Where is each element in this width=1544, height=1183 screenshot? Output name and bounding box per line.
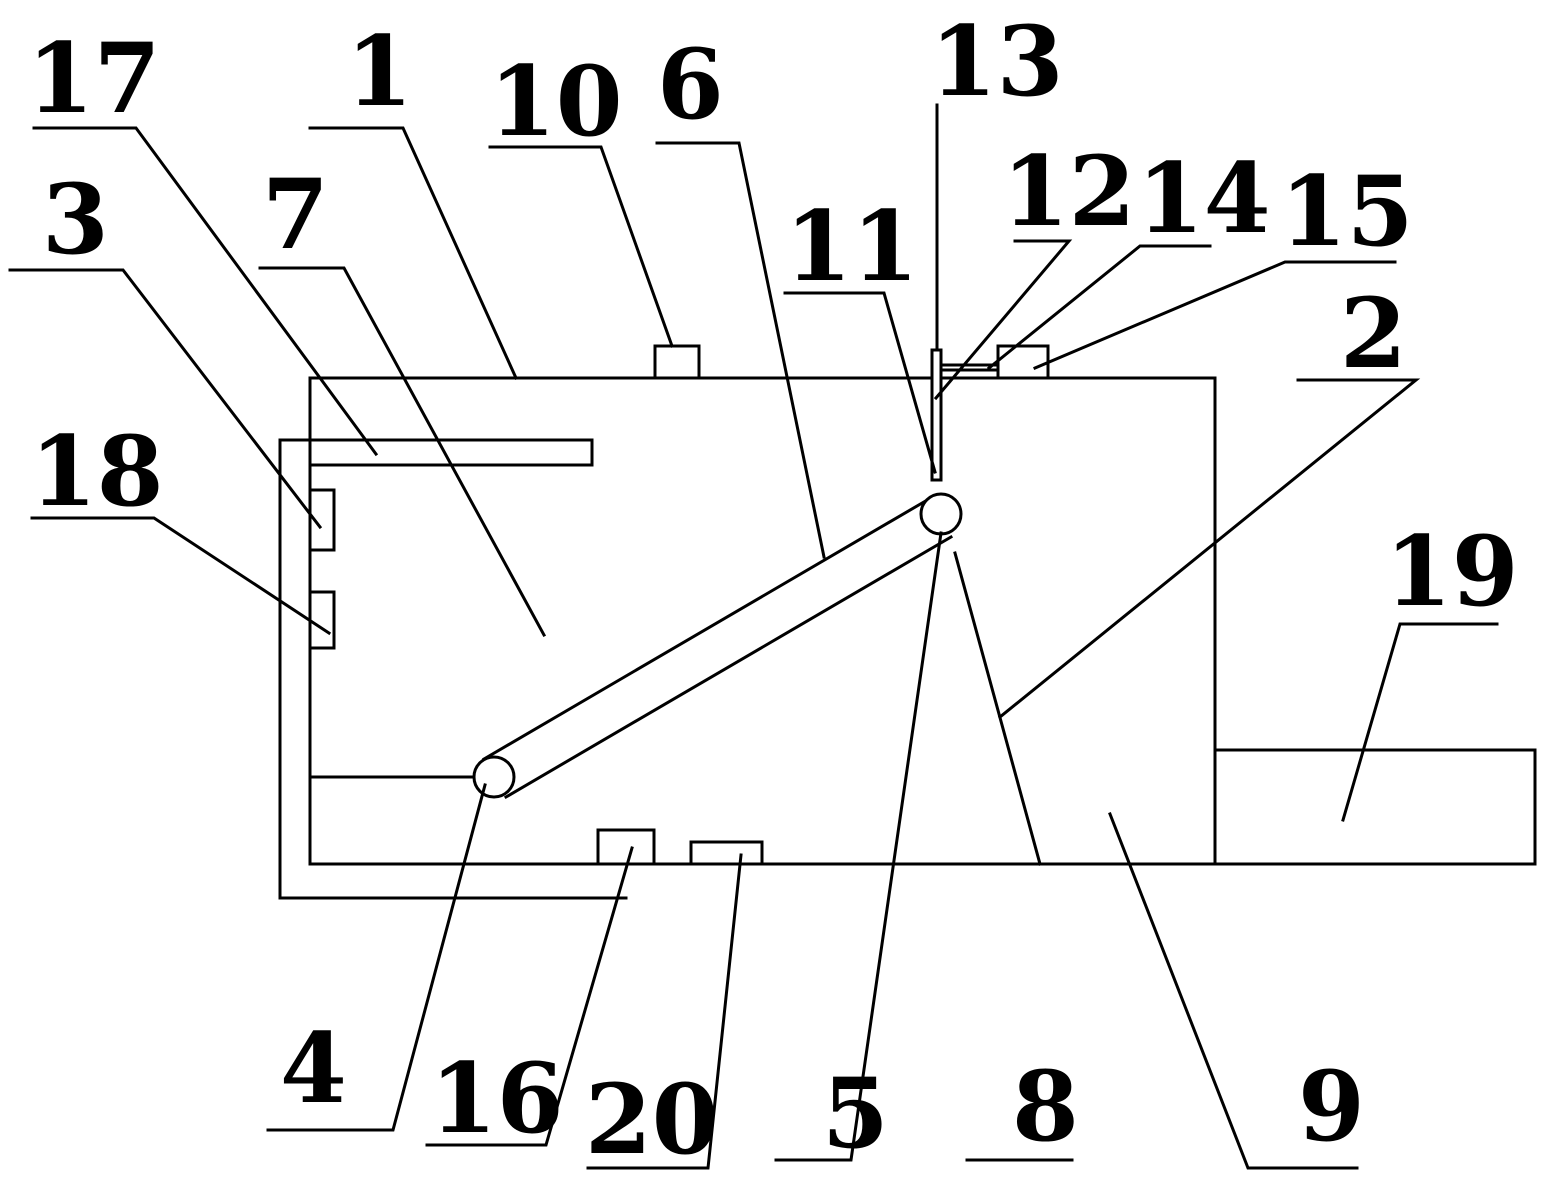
l-pipe-inner	[308, 438, 594, 467]
label-13: 13	[930, 5, 1064, 118]
label-8: 8	[1012, 1050, 1079, 1163]
label-7: 7	[262, 158, 329, 271]
label-10: 10	[489, 45, 623, 158]
belt-bottom	[503, 534, 954, 800]
main-housing	[308, 376, 1217, 866]
label-14: 14	[1137, 142, 1271, 255]
label-12: 12	[1002, 135, 1136, 248]
leader-lines	[8, 103, 1499, 1170]
label-16: 16	[430, 1042, 564, 1155]
label-11: 11	[785, 190, 919, 303]
label-2: 2	[1340, 277, 1407, 390]
label-1: 1	[346, 15, 413, 128]
label-19: 19	[1385, 515, 1519, 628]
component-18	[308, 590, 336, 650]
label-3: 3	[42, 163, 109, 276]
label-20: 20	[585, 1063, 719, 1176]
component-16	[596, 828, 656, 866]
component-15	[996, 344, 1050, 380]
belt-top	[481, 496, 932, 762]
label-4: 4	[280, 1012, 347, 1125]
side-unit	[1213, 748, 1537, 866]
label-15: 15	[1280, 155, 1414, 268]
label-6: 6	[657, 28, 724, 141]
label-9: 9	[1298, 1050, 1365, 1163]
label-17: 17	[27, 22, 161, 135]
label-5: 5	[822, 1057, 889, 1170]
l-pipe	[278, 438, 628, 900]
label-18: 18	[30, 415, 164, 528]
component-20	[689, 840, 764, 866]
component-10	[653, 344, 701, 380]
roller-lower	[472, 755, 516, 799]
roller-upper	[919, 492, 963, 536]
